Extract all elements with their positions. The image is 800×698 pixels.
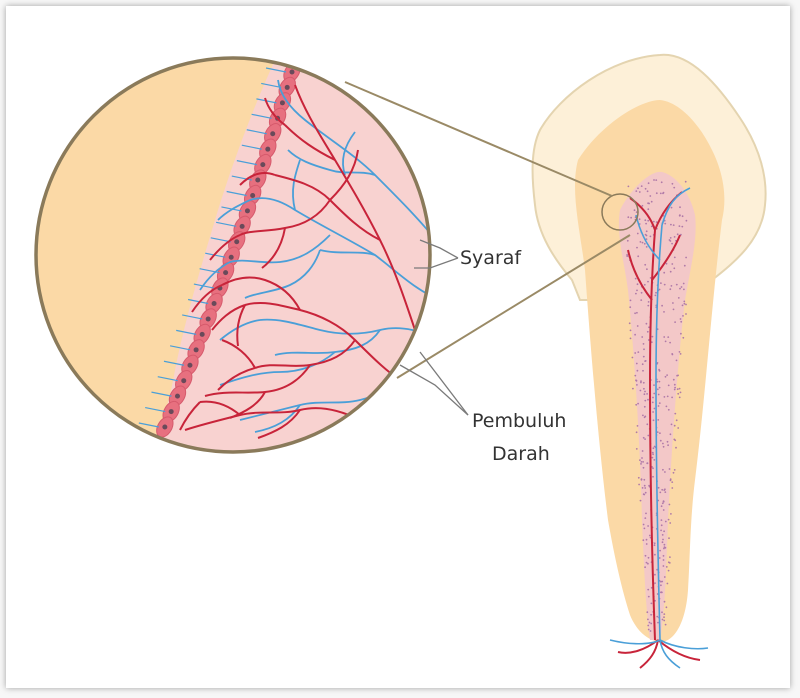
pulp-cells [626,179,688,632]
label-nerve: Syaraf [460,247,522,269]
tooth [531,53,767,669]
label-vessel-line1: Pembuluh [472,410,566,432]
label-vessel-line2: Darah [492,443,550,465]
zoom-connectors [344,81,631,379]
magnified-circle-border [34,56,432,454]
magnified-view [34,56,432,454]
zoom-source-circle [601,193,639,231]
magnified-nerves [199,79,430,433]
magnified-pulp [155,60,430,452]
leader-lines [399,239,469,416]
pulp-canal [618,171,696,640]
magnified-blood-vessels [179,84,416,439]
